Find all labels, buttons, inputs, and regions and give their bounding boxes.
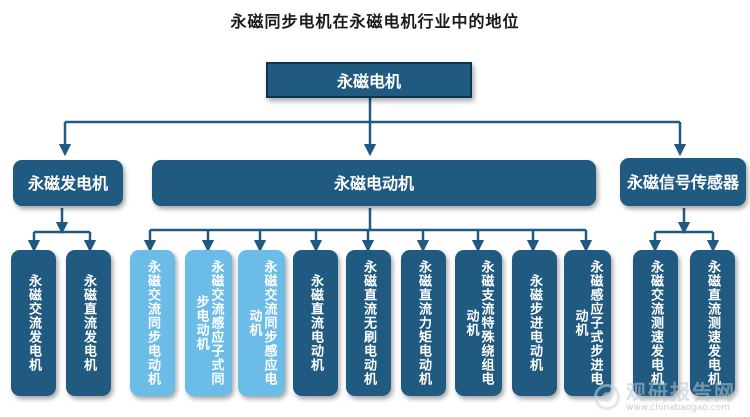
watermark-cn: 观研报告网 <box>626 380 736 404</box>
child-node: 永磁直流力矩电动机 <box>401 250 446 396</box>
child-node: 永磁支流特殊绕组电动机 <box>455 250 502 396</box>
branch-generator: 永磁发电机 <box>13 160 123 206</box>
branch-sensor: 永磁信号传感器 <box>620 158 746 206</box>
child-node: 永磁感应子式步进电动机 <box>564 250 611 396</box>
child-node-highlighted: 永磁交流同步感应电动机 <box>238 250 285 396</box>
child-node: 永磁直流无刷电动机 <box>346 250 391 396</box>
child-node-highlighted: 永磁交流同步电动机 <box>130 250 175 396</box>
child-node-highlighted: 永磁交流感应子式同步电动机 <box>185 250 232 396</box>
child-node: 永磁直流发电机 <box>66 250 111 396</box>
watermark: 观研报告网 www.chinabaogao.com <box>594 381 736 413</box>
child-node: 永磁直流测速发电机 <box>690 250 735 396</box>
child-node: 永磁交流测速发电机 <box>633 250 678 396</box>
watermark-en: www.chinabaogao.com <box>626 403 730 413</box>
page-title: 永磁同步电机在永磁电机行业中的地位 <box>230 12 520 31</box>
root-node: 永磁电机 <box>266 62 472 98</box>
child-node: 永磁步进电动机 <box>512 250 557 396</box>
watermark-logo-icon <box>594 384 620 410</box>
child-node: 永磁交流发电机 <box>11 250 56 396</box>
child-node: 永磁直流电动机 <box>293 250 338 396</box>
branch-motor: 永磁电动机 <box>152 160 596 206</box>
